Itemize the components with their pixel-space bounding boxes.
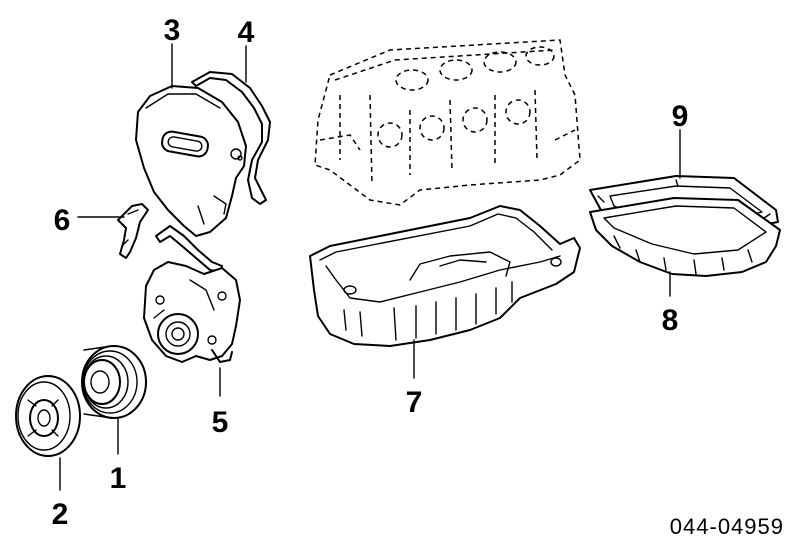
part-3-upper-timing-cover xyxy=(135,85,247,237)
callout-6: 6 xyxy=(54,204,71,237)
callout-1: 1 xyxy=(110,462,127,495)
callout-7: 7 xyxy=(406,386,423,419)
leader-lines xyxy=(59,43,681,491)
callout-9: 9 xyxy=(672,100,689,133)
drawing-code: 044-04959 xyxy=(670,514,784,539)
part-4-gasket xyxy=(191,71,271,205)
callout-5: 5 xyxy=(212,406,229,439)
part-7-oil-pan xyxy=(309,205,581,347)
part-8-lower-oil-pan xyxy=(589,197,781,277)
part-1-crank-pulley xyxy=(81,345,147,419)
part-6-bracket-gasket xyxy=(117,203,149,259)
callout-3: 3 xyxy=(164,14,181,47)
callout-numbers: 3 4 6 5 1 2 7 9 8 xyxy=(52,14,689,531)
part-5-lower-timing-cover xyxy=(143,261,241,363)
engine-block xyxy=(314,39,581,206)
callout-4: 4 xyxy=(238,16,255,49)
part-2-damper-pulley xyxy=(15,375,81,457)
callout-8: 8 xyxy=(662,304,679,337)
callout-2: 2 xyxy=(52,498,69,531)
